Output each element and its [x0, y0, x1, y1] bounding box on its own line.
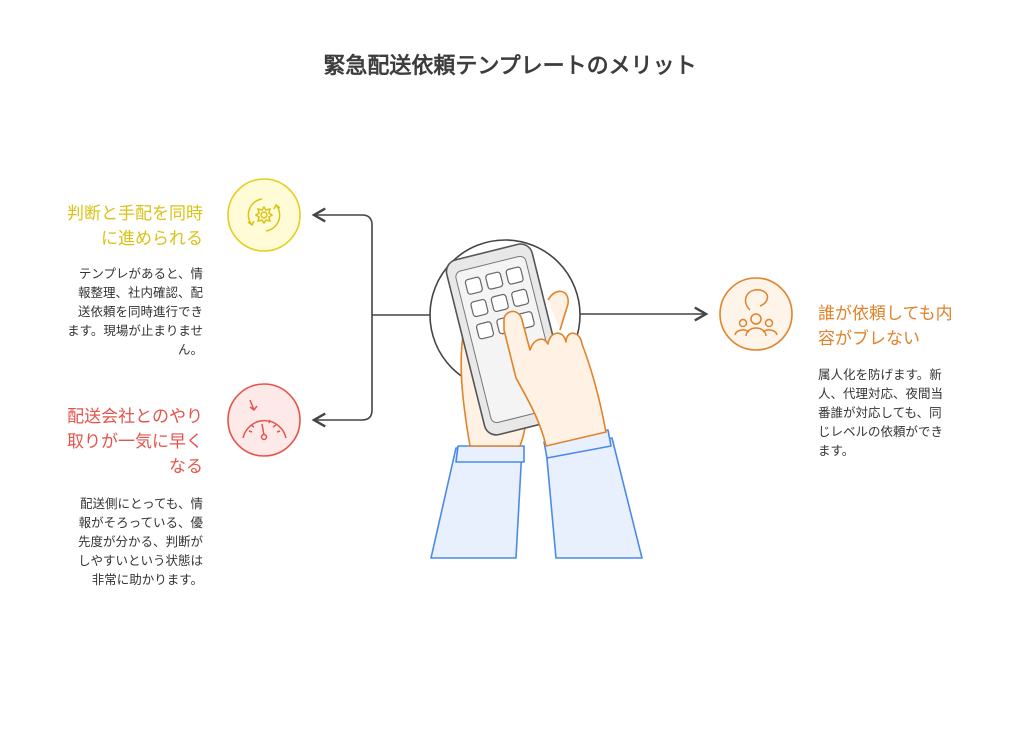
heading-line: 誰が依頼しても内 [818, 304, 953, 324]
body-line: ん。 [177, 342, 203, 357]
right-hand [503, 310, 607, 447]
body-line: ます。 [818, 443, 855, 458]
heading-line: 容がブレない [818, 329, 920, 349]
heading-line: 取りが一気に早く [67, 432, 203, 452]
body-line: 報がそろっている、優 [78, 515, 203, 530]
hand-phone-illustration [430, 243, 643, 559]
body-line: しやすいという状態は [78, 553, 203, 568]
item-3-body: 属人化を防げます。新 人、代理対応、夜間当 番誰が対応しても、同 じレベルの依頼… [818, 365, 1008, 460]
body-line: 属人化を防げます。新 [818, 367, 942, 382]
body-line: テンプレがあると、情 [78, 266, 203, 281]
body-line: 番誰が対応しても、同 [818, 405, 942, 420]
heading-line: なる [169, 457, 203, 477]
body-line: 配送側にとっても、情 [79, 496, 203, 511]
body-line: 報整理、社内確認、配 [77, 285, 203, 300]
body-line: じレベルの依頼ができ [818, 424, 944, 439]
arrow-to-item-1 [311, 207, 373, 315]
body-line: 送依頼を同時進行でき [77, 304, 203, 319]
left-sleeve [430, 447, 523, 559]
body-line: 非常に助かります。 [91, 572, 203, 587]
item-2-body: 配送側にとっても、情 報がそろっている、優 先度が分かる、判断が しやすいという… [20, 494, 203, 589]
heading-line: 配送会社とのやり [67, 407, 203, 427]
item-2-heading: 配送会社とのやり 取りが一気に早く なる [20, 405, 203, 480]
body-line: 人、代理対応、夜間当 [818, 386, 944, 401]
item-3-heading: 誰が依頼しても内 容がブレない [818, 302, 1008, 352]
item-1-body: テンプレがあると、情 報整理、社内確認、配 送依頼を同時進行でき ます。現場が止… [20, 264, 203, 359]
body-line: ます。現場が止まりませ [67, 323, 203, 338]
gear-cycle-icon [227, 178, 301, 252]
heading-line: に進められる [101, 229, 203, 249]
heading-line: 判断と手配を同時 [67, 204, 203, 224]
diagram-title: 緊急配送依頼テンプレートのメリット [323, 54, 697, 79]
item-1-heading: 判断と手配を同時 に進められる [20, 202, 203, 252]
arrow-to-item-2 [311, 315, 373, 428]
body-line: 先度が分かる、判断が [77, 534, 203, 549]
team-people-icon [719, 277, 793, 351]
speedometer-icon [227, 383, 301, 457]
connector-lines [311, 207, 709, 428]
